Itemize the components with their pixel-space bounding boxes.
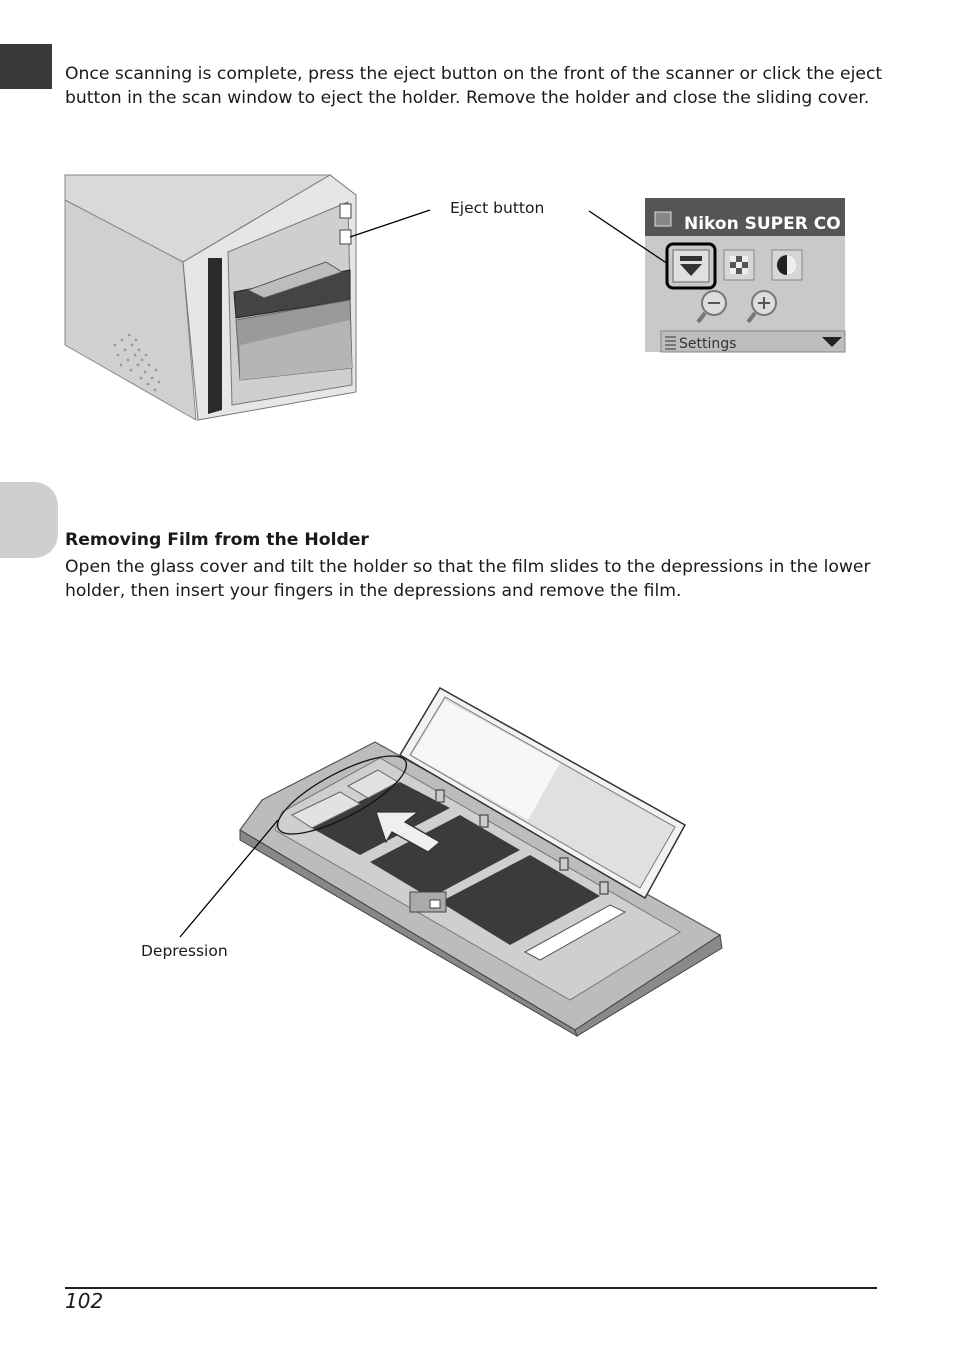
section-heading: Removing Film from the Holder xyxy=(65,530,369,550)
footer-rule xyxy=(65,1287,877,1289)
brightness-icon[interactable] xyxy=(771,249,803,281)
list-icon xyxy=(665,336,676,350)
zoom-out-icon[interactable] xyxy=(696,290,727,324)
eject-icon xyxy=(680,256,702,276)
section-body: Open the glass cover and tilt the holder… xyxy=(65,557,871,601)
settings-dropdown[interactable]: Settings xyxy=(660,330,846,353)
side-thumb-tab xyxy=(0,482,58,558)
page-number: 102 xyxy=(65,1289,104,1313)
checker-icon[interactable] xyxy=(723,249,755,281)
scan-window-excerpt: Nikon SUPER CO xyxy=(588,198,846,353)
eject-button-label: Eject button xyxy=(450,199,545,217)
depression-label: Depression xyxy=(141,942,228,960)
film-holder-illustration xyxy=(179,686,723,1038)
zoom-in-icon[interactable] xyxy=(746,290,777,324)
chapter-tab xyxy=(0,44,52,89)
eject-button[interactable] xyxy=(665,242,717,290)
scan-window-title: Nikon SUPER CO xyxy=(684,214,841,234)
chevron-down-icon xyxy=(822,337,842,347)
settings-label: Settings xyxy=(679,336,736,352)
scanner-illustration xyxy=(64,174,431,421)
instruction-paragraph: Once scanning is complete, press the eje… xyxy=(65,64,883,108)
